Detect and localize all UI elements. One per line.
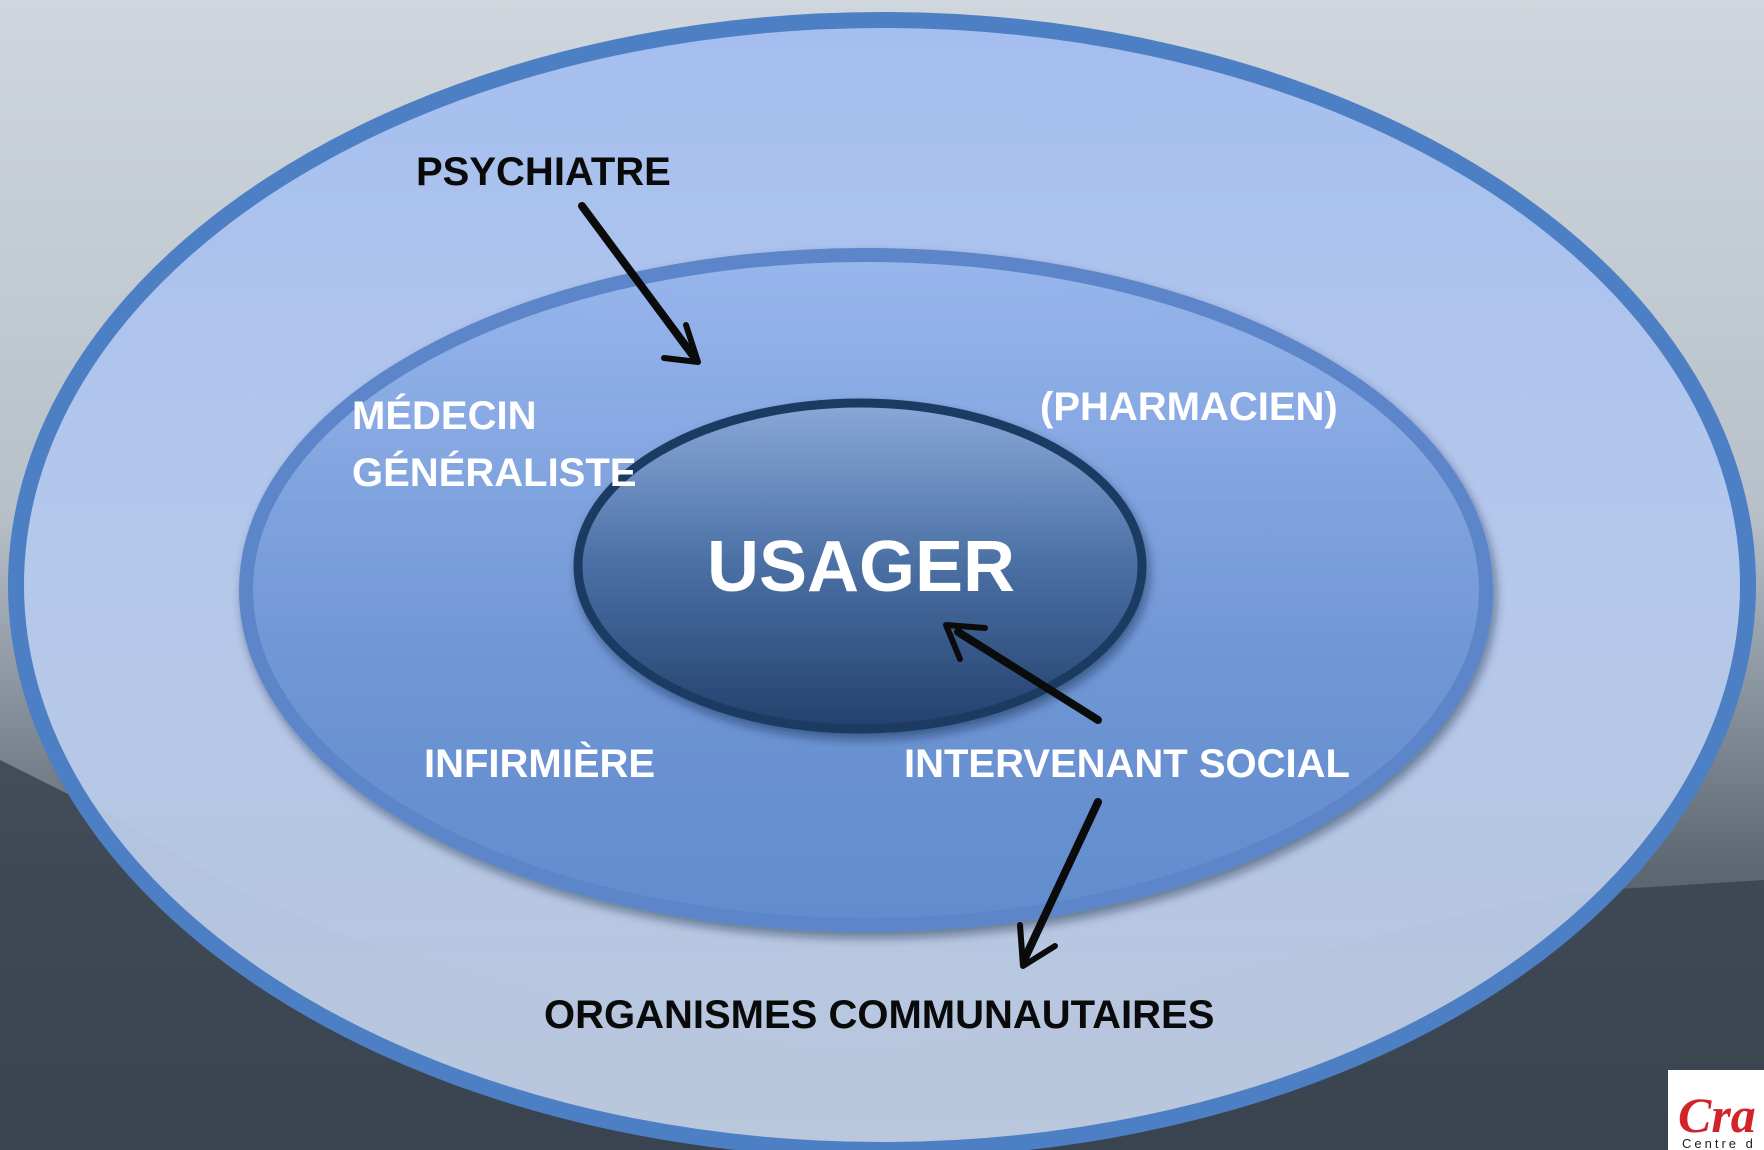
label-psychiatre: PSYCHIATRE bbox=[416, 150, 671, 194]
label-pharmacien: (PHARMACIEN) bbox=[1040, 385, 1338, 429]
label-medecin: MÉDECIN bbox=[352, 393, 536, 438]
label-generaliste: GÉNÉRALISTE bbox=[352, 450, 636, 495]
arrow-intervenant-to-center bbox=[943, 622, 1102, 724]
label-usager: USAGER bbox=[707, 527, 1015, 607]
arrow-psychiatre-to-center bbox=[578, 202, 701, 365]
logo-wordmark: Cra bbox=[1678, 1087, 1756, 1143]
label-intervenant-social: INTERVENANT SOCIAL bbox=[904, 742, 1350, 786]
organization-logo: Cra Centre d bbox=[1668, 1070, 1764, 1150]
label-infirmiere: INFIRMIÈRE bbox=[424, 741, 655, 786]
logo-subtext: Centre d bbox=[1682, 1136, 1756, 1150]
center-ellipse bbox=[573, 398, 1147, 734]
arrow-intervenant-to-organismes bbox=[1017, 798, 1102, 969]
label-organismes-communautaires: ORGANISMES COMMUNAUTAIRES bbox=[544, 993, 1214, 1037]
